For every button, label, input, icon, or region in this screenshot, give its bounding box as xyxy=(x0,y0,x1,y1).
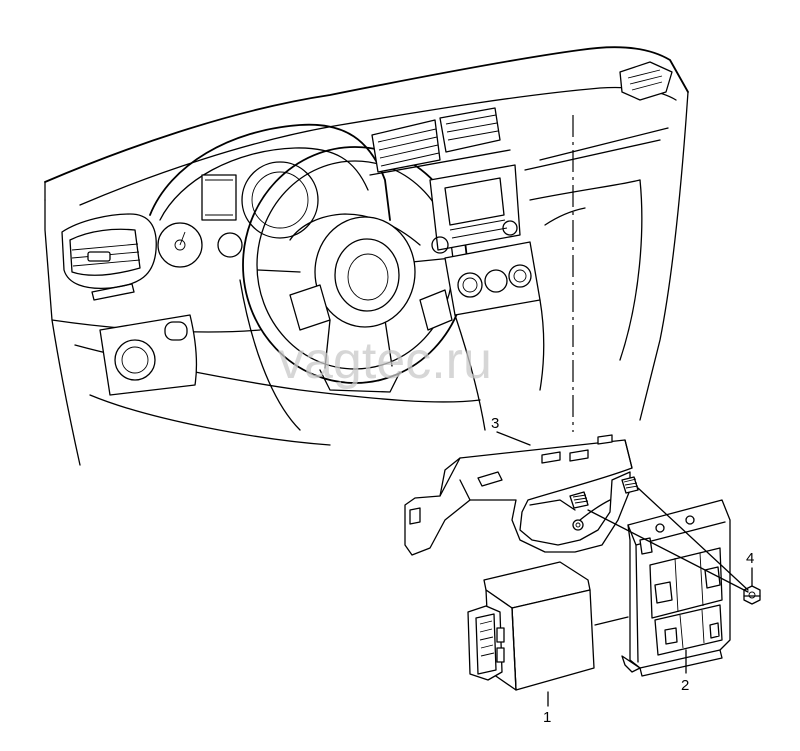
callout-3: 3 xyxy=(491,415,499,432)
part-1-control-unit xyxy=(467,561,595,691)
part-3-bracket xyxy=(404,434,639,556)
callout-4: 4 xyxy=(746,550,754,567)
leader-lines xyxy=(496,431,753,707)
watermark-text: vagtec.ru xyxy=(278,332,492,390)
stud-bolt-left xyxy=(569,491,589,509)
part-2-mounting-plate xyxy=(621,499,731,677)
dashboard-illustration xyxy=(44,46,689,466)
callout-2: 2 xyxy=(681,677,689,694)
callout-1: 1 xyxy=(543,709,551,726)
stud-bolt-right xyxy=(621,476,639,494)
